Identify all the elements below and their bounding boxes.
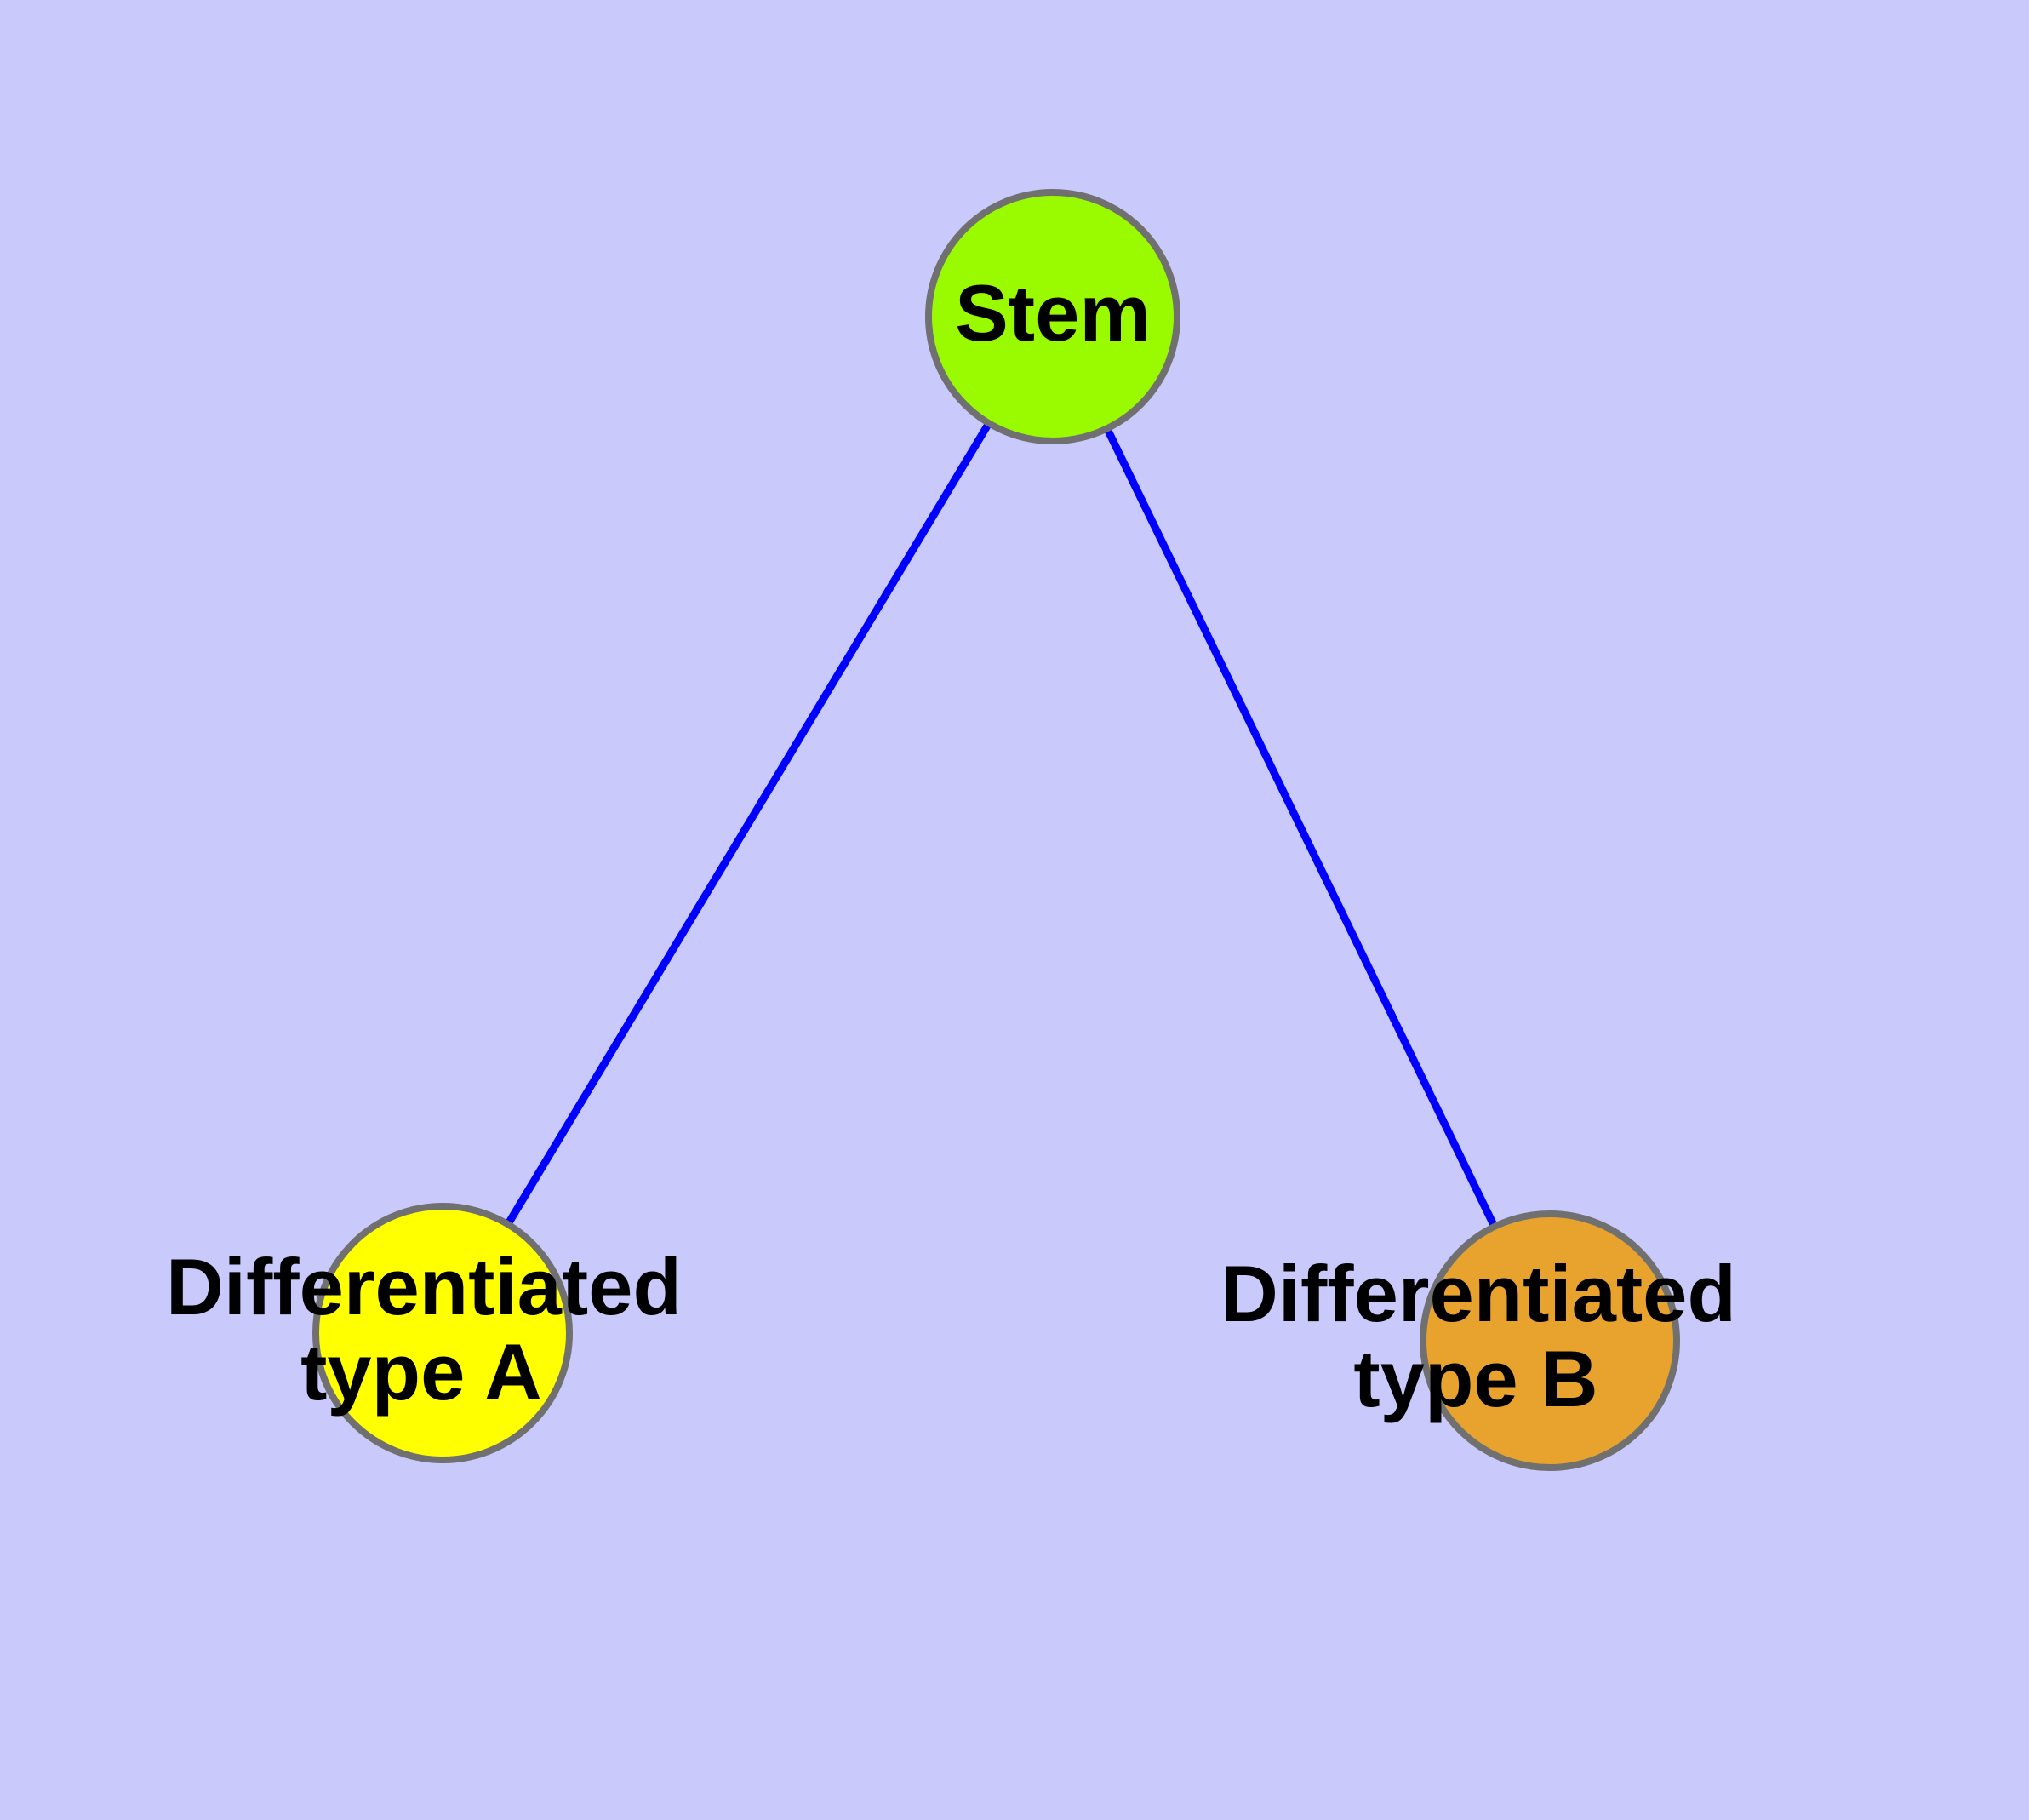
node-stem[interactable] [925, 189, 1180, 444]
edge-stem-to-differentiated-type-a [439, 314, 1056, 1336]
node-differentiated-type-a[interactable] [312, 1203, 573, 1463]
edge-stem-to-differentiated-type-b [1049, 315, 1554, 1342]
node-differentiated-type-b[interactable] [1420, 1210, 1680, 1471]
